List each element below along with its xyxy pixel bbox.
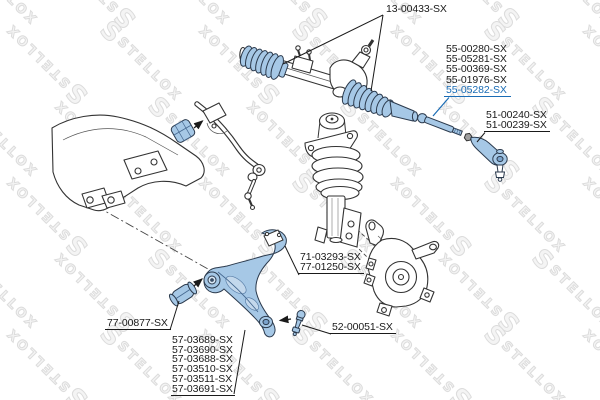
label-ball-stud[interactable]: 52-00051-SX xyxy=(330,322,396,335)
part-number[interactable]: 57-03511-SX xyxy=(172,372,232,385)
part-number[interactable]: 55-00280-SX xyxy=(446,43,507,55)
tie-rod-lock-nut xyxy=(463,132,473,142)
part-number[interactable]: 77-01250-SX xyxy=(300,261,361,274)
ball-stud[interactable] xyxy=(290,309,306,337)
part-number[interactable]: 51-00240-SX xyxy=(486,109,547,121)
part-number[interactable]: 57-03689-SX xyxy=(172,334,233,346)
steering-rack xyxy=(237,39,419,122)
part-number[interactable]: 57-03691-SX xyxy=(171,382,235,397)
part-number[interactable]: 55-00369-SX xyxy=(446,63,507,76)
control-arm[interactable] xyxy=(203,229,287,338)
steering-knuckle xyxy=(363,219,440,317)
left-steering-boot[interactable] xyxy=(237,43,290,83)
leader-lines xyxy=(169,14,486,395)
bushing-to-bar-arrow xyxy=(193,120,204,130)
label-group-control-arm: 57-03689-SX 57-03690-SX 57-03688-SX 57-0… xyxy=(171,334,235,397)
tie-rod-end[interactable] xyxy=(470,136,508,182)
label-front-bushing[interactable]: 77-00877-SX xyxy=(105,318,171,331)
part-number[interactable]: 51-00239-SX xyxy=(486,119,547,132)
label-group-rear-bushing: 71-03293-SX 77-01250-SX xyxy=(298,251,364,275)
stabilizer-bushing[interactable] xyxy=(170,118,196,144)
inner-tie-rod[interactable] xyxy=(416,112,463,137)
label-group-tie-rod-end: 51-00240-SX 51-00239-SX xyxy=(484,109,550,133)
part-number[interactable]: 55-01976-SX xyxy=(446,73,507,86)
strut-assembly xyxy=(304,112,364,248)
subframe xyxy=(51,114,205,212)
control-arm-bushing[interactable] xyxy=(168,281,198,308)
part-number[interactable]: 57-03688-SX xyxy=(172,353,233,366)
part-number[interactable]: 57-03510-SX xyxy=(172,363,233,376)
part-number[interactable]: 71-03293-SX xyxy=(300,251,361,263)
label-boot-kit[interactable]: 13-00433-SX xyxy=(386,3,447,15)
right-steering-boot[interactable] xyxy=(340,78,419,122)
part-number[interactable]: 55-05281-SX xyxy=(446,53,507,66)
bushing-to-arm-arrow xyxy=(193,278,203,288)
label-group-inner-tie-rod: 55-00280-SX 55-05281-SX 55-00369-SX 55-0… xyxy=(444,43,511,98)
part-number[interactable]: 57-03690-SX xyxy=(172,343,233,356)
stabilizer-bar xyxy=(194,101,266,211)
stud-to-arm-arrow xyxy=(278,315,292,324)
part-number-selected[interactable]: 55-05282-SX xyxy=(444,84,511,98)
